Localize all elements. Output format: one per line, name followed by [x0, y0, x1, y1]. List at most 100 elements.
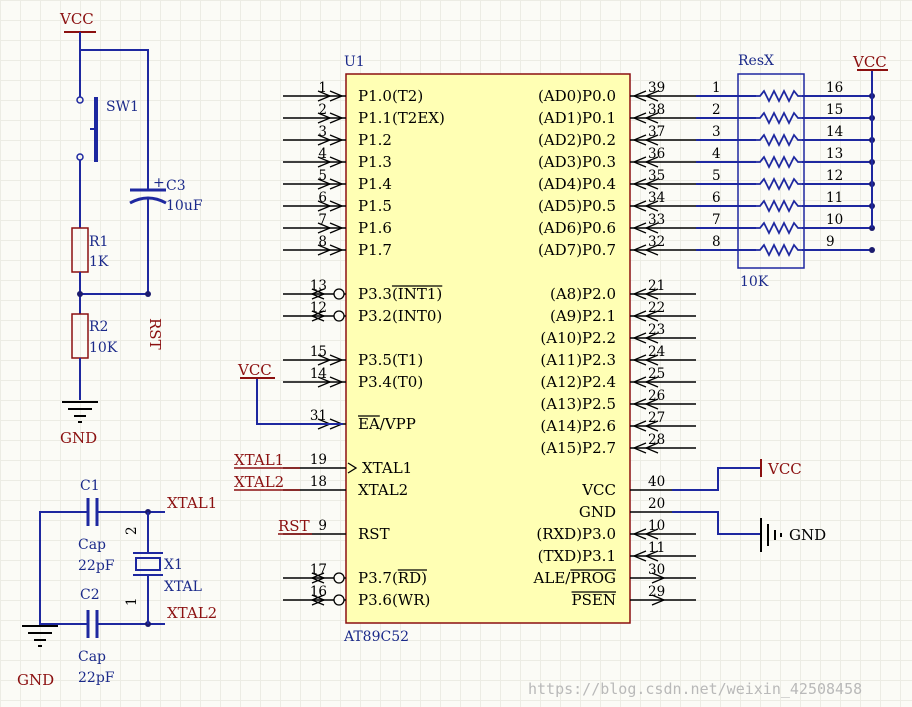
u1-pin-name: EA/VPP	[358, 415, 416, 433]
u1-pin-number: 31	[310, 408, 327, 424]
resx-pin-right: 12	[826, 168, 843, 184]
u1-pin-number: 33	[648, 212, 665, 228]
c1-value: 22pF	[78, 558, 115, 574]
u1-pin-name: PSEN	[572, 591, 616, 609]
u1-pin-number: 14	[310, 366, 327, 382]
resx-pin-left: 1	[712, 80, 721, 96]
resx-pin-left: 8	[712, 234, 721, 250]
u1-pin-number: 28	[648, 432, 665, 448]
u1-pin-number: 6	[318, 190, 327, 206]
u1-pin-name: (A8)P2.0	[550, 285, 616, 303]
u1-pin-32: 32(AD7)P0.7	[538, 234, 696, 259]
u1-pin-name: P1.3	[358, 153, 392, 171]
u1-part-number: AT89C52	[343, 629, 409, 645]
xtal-gnd-wire	[39, 511, 80, 626]
rst-net-vertical: RST	[146, 318, 164, 350]
xtal2-right-label: XTAL2	[167, 604, 217, 622]
u1-pin-name: (AD4)P0.4	[538, 175, 616, 193]
u1-pin-number: 40	[648, 474, 665, 490]
resx-pin-left: 7	[712, 212, 721, 228]
c1-type: Cap	[78, 537, 106, 553]
resx-pin-right: 16	[826, 80, 843, 96]
u1-pin-26: 26(A13)P2.5	[540, 388, 696, 413]
u1-pin-number: 32	[648, 234, 665, 250]
u1-pin-number: 39	[648, 80, 665, 96]
u1-designator: U1	[344, 54, 365, 70]
u1-pin-name: P1.2	[358, 131, 392, 149]
rst-net-label: RST	[278, 517, 310, 535]
u1-pin-name: P3.5(T1)	[358, 351, 423, 369]
u1-pin-name: XTAL2	[358, 481, 408, 499]
resistor-r1: R1 1K	[71, 227, 109, 273]
u1-pin-number: 26	[648, 388, 665, 404]
xtal1-net-label: XTAL1	[234, 451, 284, 469]
u1-pin-name: (AD2)P0.2	[538, 131, 616, 149]
x1-label: X1	[164, 557, 183, 573]
resx-pin-left: 4	[712, 146, 721, 162]
resx-pin-left: 5	[712, 168, 721, 184]
u1-pin-name: ALE/PROG	[533, 569, 616, 587]
u1-pin-number: 3	[318, 124, 327, 140]
resx-element-1: 1 16	[696, 80, 875, 104]
u1-pin-number: 38	[648, 102, 665, 118]
resx-element-5: 5 12	[696, 168, 875, 192]
u1-pin-name: (AD5)P0.5	[538, 197, 616, 215]
r1-value: 1K	[89, 254, 109, 270]
u1-pin-name: P3.3(INT1)	[358, 285, 442, 303]
resistor-r2: R2 10K	[71, 313, 118, 359]
u1-pin-name: (A10)P2.2	[540, 329, 616, 347]
u1-pin-name: (AD6)P0.6	[538, 219, 616, 237]
xtal1-right-label: XTAL1	[167, 494, 217, 512]
gnd-pin-wire	[672, 511, 760, 535]
u1-pin-number: 34	[648, 190, 665, 206]
capacitor-c2: C2 Cap 22pF	[78, 587, 165, 686]
u1-pin-number: 11	[648, 540, 665, 556]
resx-pin-right: 10	[826, 212, 843, 228]
crystal-circuit: C1 Cap 22pF C2 Cap 22pF 2 1 X1 XTAL	[17, 478, 217, 689]
x1-pin-bottom: 1	[124, 597, 140, 606]
u1-pin-24: 24(A11)P2.3	[540, 344, 696, 369]
u1-pin-number: 21	[648, 278, 665, 294]
capacitor-c3: + C3 10uF	[129, 175, 203, 294]
u1-pin-20: 20 GND	[579, 496, 696, 521]
rst-junction-right	[145, 291, 151, 297]
u1-pin-number: 2	[318, 102, 327, 118]
u1-pin-name: (A11)P2.3	[540, 351, 616, 369]
gnd-symbol-right	[760, 518, 782, 552]
capacitor-c1: C1 Cap 22pF	[78, 478, 165, 574]
u1-pin-27: 27(A14)P2.6	[540, 410, 696, 435]
xtal-gnd-label: GND	[17, 671, 54, 689]
u1-pin-30: 30 ALE/PROG	[533, 562, 696, 587]
u1-pin-name: (A9)P2.1	[550, 307, 616, 325]
vcc-pin-label: VCC	[767, 460, 802, 478]
resx-pin-left: 2	[712, 102, 721, 118]
u1-pin-number: 30	[648, 562, 665, 578]
u1-pin-number: 37	[648, 124, 665, 140]
u1-pin-number: 20	[648, 496, 665, 512]
u1-pin-number: 8	[318, 234, 327, 250]
reset-vcc-label: VCC	[59, 10, 94, 28]
u1-pin-38: 38 (AD1)P0.1	[538, 102, 696, 127]
c1-label: C1	[80, 478, 100, 494]
u1-pin-name: GND	[579, 503, 616, 521]
rst-junction-left	[77, 291, 83, 297]
u1-pin-10: 10(RXD)P3.0	[536, 518, 696, 543]
u1-pin-name: (AD1)P0.1	[538, 109, 616, 127]
u1-pin-number: 4	[318, 146, 327, 162]
